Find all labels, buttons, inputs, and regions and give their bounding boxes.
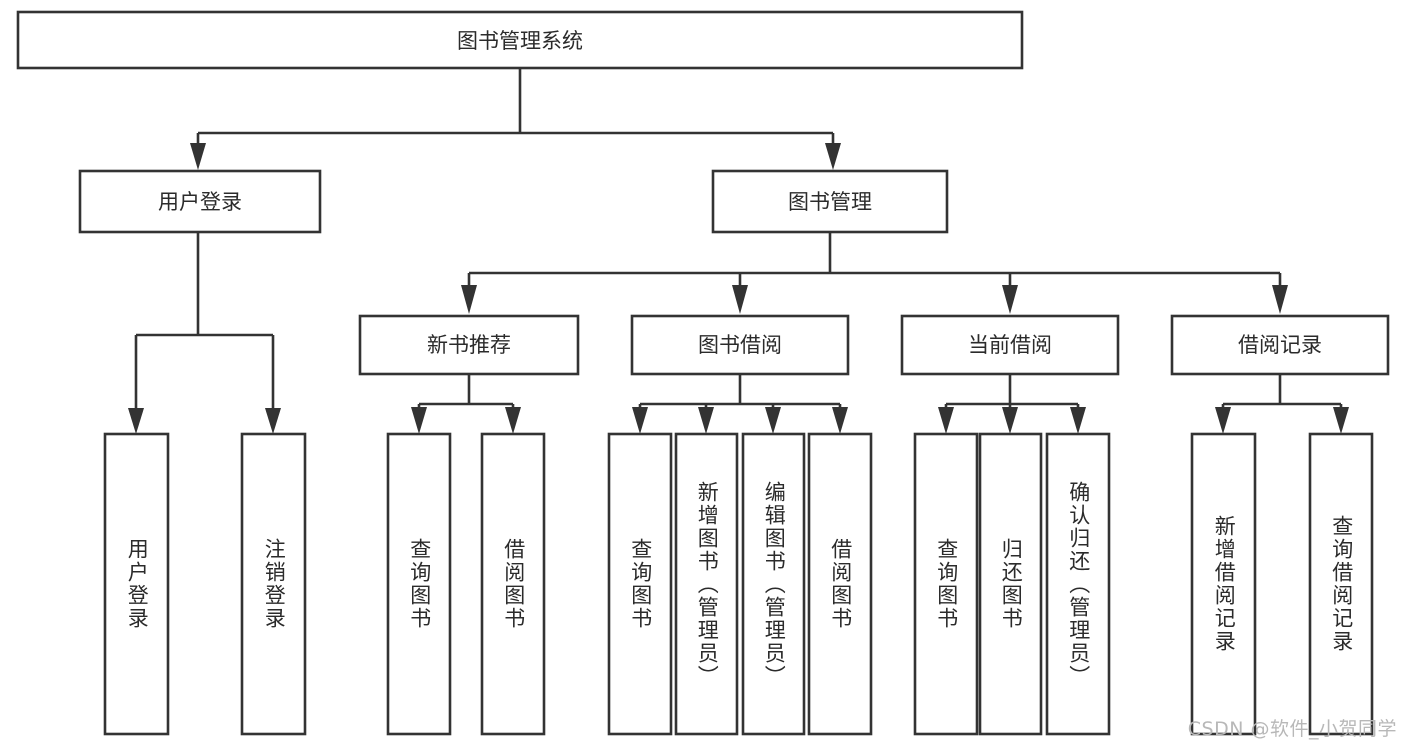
connector-book-management-to-level2	[461, 232, 1288, 314]
connector-root-to-level1	[190, 68, 841, 170]
leaf-box-user-login[interactable]	[103, 432, 170, 736]
connector-user-login-to-leaves	[128, 232, 281, 434]
leaf-box-borrow-book-1[interactable]	[480, 432, 546, 736]
connector-current-borrow-to-leaves	[938, 374, 1086, 434]
node-user-login[interactable]: 用户登录	[78, 169, 322, 234]
node-current-borrow-label: 当前借阅	[968, 333, 1052, 357]
node-new-book-recommend-label: 新书推荐	[427, 333, 511, 357]
connector-borrow-record-to-leaves	[1215, 374, 1349, 434]
node-borrow-record[interactable]: 借阅记录	[1170, 314, 1390, 376]
connector-new-book-recommend-to-leaves	[411, 374, 521, 434]
arrow-to-borrow-record	[1272, 285, 1288, 314]
leaf-box-user-logout[interactable]	[240, 432, 307, 736]
leaf-box-query-book-3[interactable]	[913, 432, 979, 736]
arrow-to-new-book-recommend	[461, 285, 477, 314]
node-root-label: 图书管理系统	[457, 29, 583, 53]
node-root-box[interactable]	[16, 10, 1024, 70]
node-user-login-label: 用户登录	[158, 190, 242, 214]
leaf-box-borrow-book-2[interactable]	[807, 432, 873, 736]
node-new-book-recommend[interactable]: 新书推荐	[358, 314, 580, 376]
leaf-box-return-book[interactable]	[978, 432, 1043, 736]
connector-book-borrow-to-leaves	[632, 374, 848, 434]
node-root[interactable]: 图书管理系统	[16, 10, 1024, 70]
arrow-to-user-login	[190, 143, 206, 170]
leaf-box-confirm-return[interactable]	[1045, 432, 1111, 736]
node-book-borrow[interactable]: 图书借阅	[630, 314, 850, 376]
arrow-to-book-borrow	[732, 285, 748, 314]
node-new-book-recommend-box[interactable]	[358, 314, 580, 376]
arrow-to-book-management	[825, 143, 841, 170]
leaf-box-query-book-2[interactable]	[607, 432, 673, 736]
node-book-borrow-label: 图书借阅	[698, 333, 782, 357]
node-user-login-box[interactable]	[78, 169, 322, 234]
node-book-management[interactable]: 图书管理	[711, 169, 949, 234]
node-book-management-label: 图书管理	[788, 190, 872, 214]
node-current-borrow-box[interactable]	[900, 314, 1120, 376]
leaf-box-edit-book[interactable]	[741, 432, 806, 736]
arrow-to-leaf-user-login	[128, 408, 144, 434]
leaf-box-query-record[interactable]	[1308, 432, 1374, 736]
leaf-box-add-record[interactable]	[1190, 432, 1257, 736]
leaf-box-query-book-1[interactable]	[386, 432, 452, 736]
arrow-to-current-borrow	[1002, 285, 1018, 314]
node-current-borrow[interactable]: 当前借阅	[900, 314, 1120, 376]
leaf-box-add-book[interactable]	[674, 432, 739, 736]
node-borrow-record-label: 借阅记录	[1238, 333, 1322, 357]
arrow-to-leaf-user-logout	[265, 408, 281, 434]
watermark: CSDN @软件_小贺同学	[1187, 718, 1397, 740]
